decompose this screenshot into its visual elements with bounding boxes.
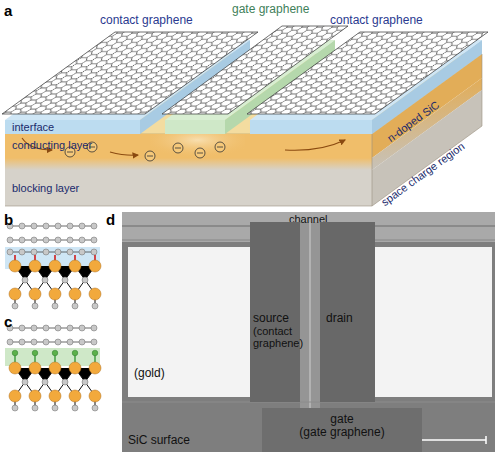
region-label: (contact graphene) bbox=[253, 325, 303, 349]
micrograph bbox=[122, 212, 495, 452]
region-label: SiC surface bbox=[128, 434, 190, 447]
layer-label: n-doped SiC bbox=[385, 98, 442, 144]
panel-letter: c bbox=[4, 314, 12, 331]
source-region: source(contact graphene) bbox=[250, 222, 300, 402]
region-label: drain bbox=[326, 312, 353, 325]
drain-region: drain bbox=[320, 222, 375, 402]
layer-label: contact graphene bbox=[330, 14, 423, 27]
layer-label: blocking layer bbox=[12, 182, 79, 194]
layer-label: contact graphene bbox=[100, 14, 193, 27]
gate-region: gate(gate graphene) bbox=[262, 408, 422, 452]
panel-letter: d bbox=[106, 212, 115, 229]
region-label: (gold) bbox=[134, 367, 165, 380]
region-label: (gate graphene) bbox=[299, 426, 384, 439]
layer-label: conducting layer bbox=[12, 139, 92, 151]
region-label: source bbox=[253, 312, 289, 325]
region-label: gate bbox=[330, 413, 353, 426]
graphene-sheets bbox=[2, 26, 488, 114]
panel-letter: a bbox=[4, 3, 12, 20]
layer-label: space charge region bbox=[379, 140, 467, 208]
atomic-structure-c bbox=[5, 325, 101, 411]
panel-letter: b bbox=[4, 212, 13, 229]
layer-label: gate graphene bbox=[232, 3, 309, 16]
gold-pad: (gold) bbox=[128, 247, 250, 397]
layer-label: interface bbox=[12, 121, 54, 133]
atomic-structure-b bbox=[5, 223, 101, 309]
